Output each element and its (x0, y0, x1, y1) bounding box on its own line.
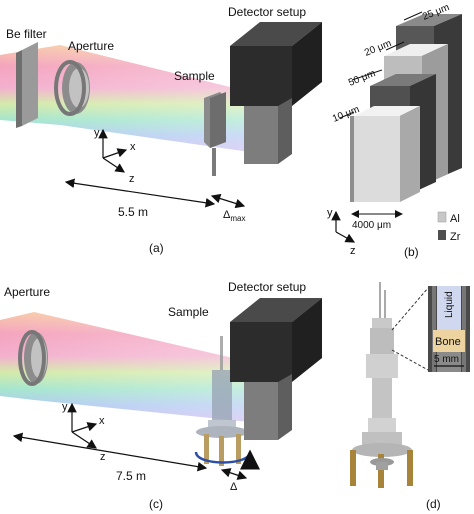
axes-b (331, 210, 356, 243)
distance-arrow-c (12, 432, 208, 472)
axis-z-label-a: z (129, 173, 135, 185)
detector-label-c: Detector setup (228, 280, 306, 294)
legend-b: Al Zr (437, 211, 461, 243)
axes-c (67, 402, 98, 449)
caption-a: (a) (149, 241, 164, 255)
distance-label-c: 7.5 m (116, 469, 146, 483)
axis-z-label-c: z (100, 451, 106, 463)
caption-c: (c) (149, 497, 163, 511)
block-al-10 (350, 106, 420, 202)
panel-d: Liquid Bone 5 mm (d) (350, 282, 470, 511)
axis-y-label-b: y (327, 207, 333, 219)
detector-c (230, 298, 322, 440)
be-filter-label: Be filter (6, 27, 47, 41)
caption-d: (d) (426, 497, 441, 511)
axes-a (98, 128, 128, 173)
dimension-lines-b (339, 11, 423, 218)
legend-label-zr: Zr (450, 231, 461, 243)
panel-b: 25 μm 20 μm 50 μm 10 μm 4000 μm y z Al Z… (327, 2, 462, 259)
distance-label-a: 5.5 m (118, 205, 148, 219)
panel-c: y x z 7.5 m Δ Aperture Detector setup Sa… (0, 280, 322, 511)
liquid-label: Liquid (444, 291, 455, 318)
detector-label-a: Detector setup (228, 5, 306, 19)
delta-label-a: Δmax (223, 209, 245, 223)
be-filter (16, 42, 38, 128)
legend-swatch-al (437, 211, 447, 223)
delta-arrow-c (220, 468, 248, 480)
detector-a (230, 22, 322, 164)
inset-d (428, 286, 470, 372)
legend-label-al: Al (450, 213, 460, 225)
bone-label: Bone (435, 336, 461, 348)
axis-x-label-c: x (99, 415, 105, 427)
sample-a (204, 92, 226, 176)
aperture-a (54, 60, 90, 116)
distance-arrow-a (64, 178, 216, 208)
delta-arrow-a (210, 193, 246, 209)
scale-label-d: 5 mm (434, 354, 459, 365)
aperture-label-c: Aperture (4, 285, 50, 299)
sample-holder-c (196, 336, 248, 466)
legend-swatch-zr (438, 230, 446, 240)
axis-x-label-a: x (130, 141, 136, 153)
caption-b: (b) (404, 245, 419, 259)
axis-z-label-b: z (350, 245, 356, 257)
aperture-c (18, 330, 48, 386)
sample-label-a: Sample (174, 69, 215, 83)
delta-label-c: Δ (230, 481, 238, 493)
aperture-label-a: Aperture (68, 39, 114, 53)
sample-holder-d (350, 282, 413, 488)
sample-label-c: Sample (168, 305, 209, 319)
axis-y-label-c: y (62, 401, 68, 413)
dim-4000-label: 4000 μm (352, 220, 391, 231)
panel-a: y x z 5.5 m Δmax Be filter Aperture Dete… (0, 5, 322, 255)
axis-y-label-a: y (94, 127, 100, 139)
zoom-guides-d (391, 287, 429, 371)
